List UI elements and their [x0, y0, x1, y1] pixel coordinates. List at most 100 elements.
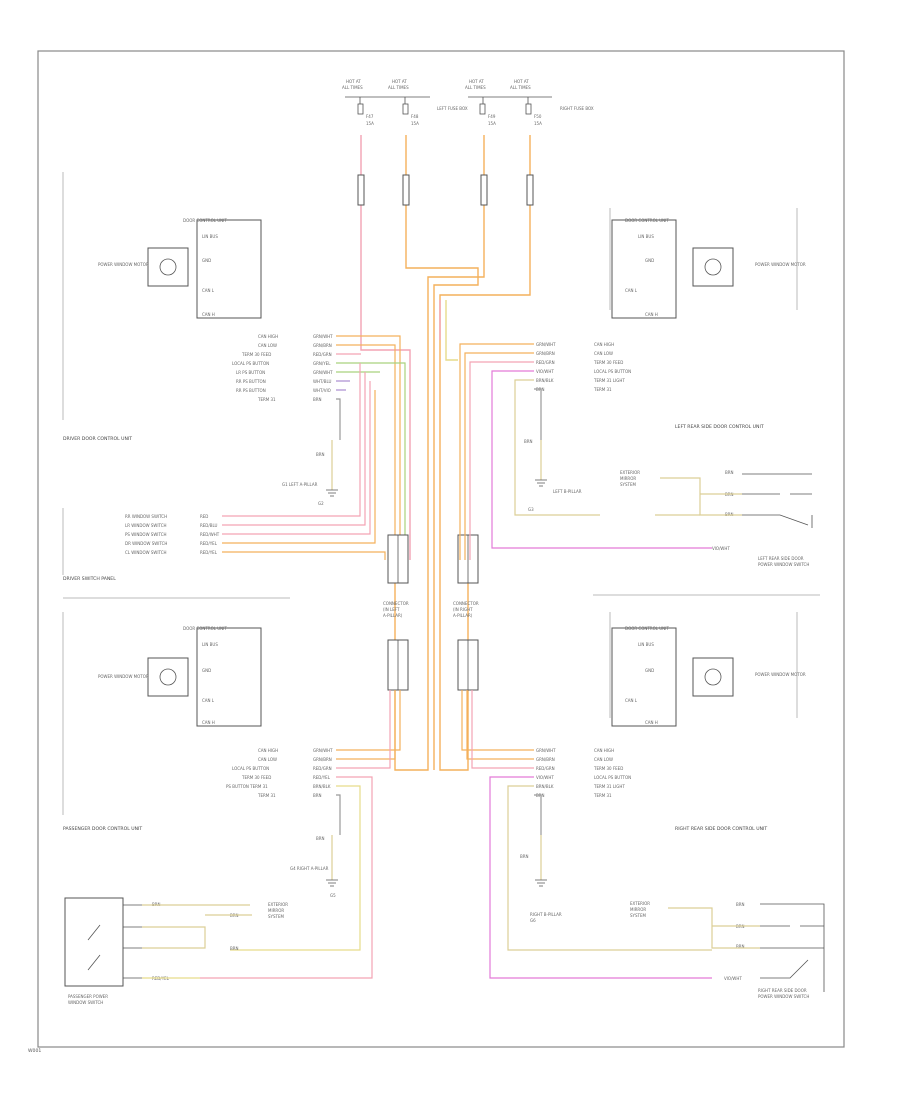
svg-text:BRN/BLK: BRN/BLK: [536, 784, 554, 789]
svg-text:LEFT REAR SIDE DOOR CONTROL UN: LEFT REAR SIDE DOOR CONTROL UNIT: [675, 424, 764, 430]
svg-text:TERM 31 LIGHT: TERM 31 LIGHT: [593, 378, 625, 383]
svg-text:GRN/BRN: GRN/BRN: [536, 351, 555, 356]
svg-text:CAN LOW: CAN LOW: [594, 757, 613, 762]
svg-text:LEFT B-PILLAR: LEFT B-PILLAR: [553, 489, 582, 494]
svg-text:15A: 15A: [366, 121, 374, 126]
passenger-wires: [200, 690, 401, 979]
svg-text:MIRROR: MIRROR: [620, 476, 636, 481]
svg-text:TERM 31: TERM 31: [257, 397, 276, 402]
svg-text:WHT/BLU: WHT/BLU: [313, 379, 332, 384]
svg-text:SYSTEM: SYSTEM: [268, 914, 284, 919]
svg-text:PS BUTTON TERM 31: PS BUTTON TERM 31: [226, 784, 268, 789]
svg-text:GRN/WHT: GRN/WHT: [313, 334, 333, 339]
svg-text:RED/GRN: RED/GRN: [536, 360, 555, 365]
driver-wire-labels: GRN/WHT GRN/BRN RED/GRN GRN/YEL GRN/WHT …: [313, 334, 333, 402]
svg-text:G6: G6: [530, 918, 536, 923]
svg-text:G2: G2: [318, 501, 324, 506]
svg-text:RED/YEL: RED/YEL: [200, 541, 218, 546]
page-code: W001: [28, 1048, 41, 1054]
svg-text:TERM 31: TERM 31: [257, 793, 276, 798]
svg-text:LEFT REAR SIDE DOOR: LEFT REAR SIDE DOOR: [758, 556, 804, 561]
svg-text:CAN LOW: CAN LOW: [258, 343, 277, 348]
svg-text:RR PS BUTTON: RR PS BUTTON: [236, 388, 266, 393]
svg-text:CAN L: CAN L: [625, 698, 638, 703]
svg-text:TERM 31: TERM 31: [593, 793, 612, 798]
svg-text:LIN BUS: LIN BUS: [202, 234, 218, 239]
window-motor-icon: [692, 247, 734, 287]
svg-text:G4 RIGHT A-PILLAR: G4 RIGHT A-PILLAR: [290, 866, 329, 871]
svg-text:LIN BUS: LIN BUS: [638, 234, 654, 239]
diagram-frame: [37, 50, 845, 1048]
svg-text:EXTERIOR: EXTERIOR: [630, 901, 650, 906]
svg-text:ALL TIMES: ALL TIMES: [510, 85, 531, 90]
svg-text:POWER WINDOW MOTOR: POWER WINDOW MOTOR: [98, 674, 149, 679]
svg-text:CL WINDOW SWITCH: CL WINDOW SWITCH: [125, 550, 167, 555]
svg-text:POWER WINDOW SWITCH: POWER WINDOW SWITCH: [758, 562, 809, 567]
svg-text:F47: F47: [366, 114, 374, 119]
svg-text:CAN H: CAN H: [202, 720, 215, 725]
svg-text:BRN/BLK: BRN/BLK: [313, 784, 331, 789]
left-rear-window-switch: EXTERIOR MIRROR SYSTEM BRN BRN BRN VIO/W…: [620, 470, 813, 567]
svg-text:15A: 15A: [411, 121, 419, 126]
left-a-pillar-connector: CONNECTOR (IN LEFT A-PILLAR): [383, 534, 409, 691]
svg-text:F50: F50: [534, 114, 542, 119]
svg-text:GRN/WHT: GRN/WHT: [536, 342, 556, 347]
svg-text:A-PILLAR): A-PILLAR): [383, 613, 403, 618]
svg-text:VIO/WHT: VIO/WHT: [724, 976, 742, 981]
svg-text:CAN HIGH: CAN HIGH: [594, 748, 614, 753]
svg-text:HOT AT: HOT AT: [469, 79, 484, 84]
svg-text:TERM 30 FEED: TERM 30 FEED: [241, 352, 271, 357]
svg-text:LOCAL PS BUTTON: LOCAL PS BUTTON: [594, 369, 631, 374]
top-fuse-1: HOT AT ALL TIMES F47 15A: [342, 79, 374, 126]
svg-text:RIGHT B-PILLAR: RIGHT B-PILLAR: [530, 912, 562, 917]
svg-text:CAN LOW: CAN LOW: [594, 351, 613, 356]
svg-text:EXTERIOR: EXTERIOR: [268, 902, 288, 907]
svg-text:WINDOW SWITCH: WINDOW SWITCH: [68, 1000, 103, 1005]
svg-text:RED/YEL: RED/YEL: [313, 775, 331, 780]
switch-contacts: [742, 473, 813, 528]
svg-text:HOT AT: HOT AT: [392, 79, 407, 84]
svg-text:LOCAL PS BUTTON: LOCAL PS BUTTON: [232, 766, 269, 771]
svg-text:BRN: BRN: [725, 470, 734, 475]
left-rear-wires: [459, 343, 712, 560]
svg-text:DOOR CONTROL UNIT: DOOR CONTROL UNIT: [183, 626, 227, 631]
left-fuse-box-label: LEFT FUSE BOX: [437, 106, 468, 111]
fuse-bus-left: [345, 96, 430, 104]
svg-text:RED/BLU: RED/BLU: [200, 523, 218, 528]
svg-text:CAN HIGH: CAN HIGH: [594, 342, 614, 347]
svg-text:GRN/YEL: GRN/YEL: [313, 361, 331, 366]
svg-text:LOCAL PS BUTTON: LOCAL PS BUTTON: [232, 361, 269, 366]
svg-text:15A: 15A: [488, 121, 496, 126]
passenger-window-switch: BRN BRN BRN RED/YEL EXTERIOR MIRROR SYST…: [64, 897, 288, 1005]
svg-text:LR PS BUTTON: LR PS BUTTON: [236, 370, 265, 375]
svg-text:PASSENGER DOOR CONTROL UNIT: PASSENGER DOOR CONTROL UNIT: [63, 826, 142, 832]
svg-text:ALL TIMES: ALL TIMES: [465, 85, 486, 90]
svg-text:GRN/BRN: GRN/BRN: [313, 757, 332, 762]
svg-text:G3: G3: [528, 507, 534, 512]
svg-text:RED/GRN: RED/GRN: [313, 352, 332, 357]
svg-text:TERM 30 FEED: TERM 30 FEED: [241, 775, 271, 780]
right-rear-door-module: DOOR CONTROL UNIT LIN BUS GND CAN L CAN …: [593, 594, 820, 832]
svg-text:LIN BUS: LIN BUS: [638, 642, 654, 647]
svg-text:RED/GRN: RED/GRN: [313, 766, 332, 771]
svg-text:WHT/VIO: WHT/VIO: [313, 388, 331, 393]
svg-text:VIO/WHT: VIO/WHT: [712, 546, 730, 551]
svg-text:TERM 30 FEED: TERM 30 FEED: [593, 360, 623, 365]
svg-text:SYSTEM: SYSTEM: [630, 913, 646, 918]
svg-text:BRN/BLK: BRN/BLK: [536, 378, 554, 383]
svg-text:BRN: BRN: [524, 439, 533, 444]
svg-text:POWER WINDOW MOTOR: POWER WINDOW MOTOR: [755, 262, 806, 267]
svg-text:BRN: BRN: [316, 452, 325, 457]
svg-text:BRN: BRN: [313, 793, 322, 798]
svg-text:CAN H: CAN H: [202, 312, 215, 317]
svg-text:(IN RIGHT: (IN RIGHT: [453, 607, 473, 612]
svg-text:TERM 31: TERM 31: [593, 387, 612, 392]
svg-text:BRN: BRN: [230, 946, 239, 951]
right-rear-wires: [461, 690, 712, 979]
svg-text:RED/GRN: RED/GRN: [536, 766, 555, 771]
svg-text:DRIVER SWITCH PANEL: DRIVER SWITCH PANEL: [63, 576, 116, 582]
svg-text:G1 LEFT A-PILLAR: G1 LEFT A-PILLAR: [282, 482, 318, 487]
svg-text:GND: GND: [645, 668, 654, 673]
driver-door-module: DOOR CONTROL UNIT LIN BUS GND CAN L CAN …: [62, 172, 262, 442]
